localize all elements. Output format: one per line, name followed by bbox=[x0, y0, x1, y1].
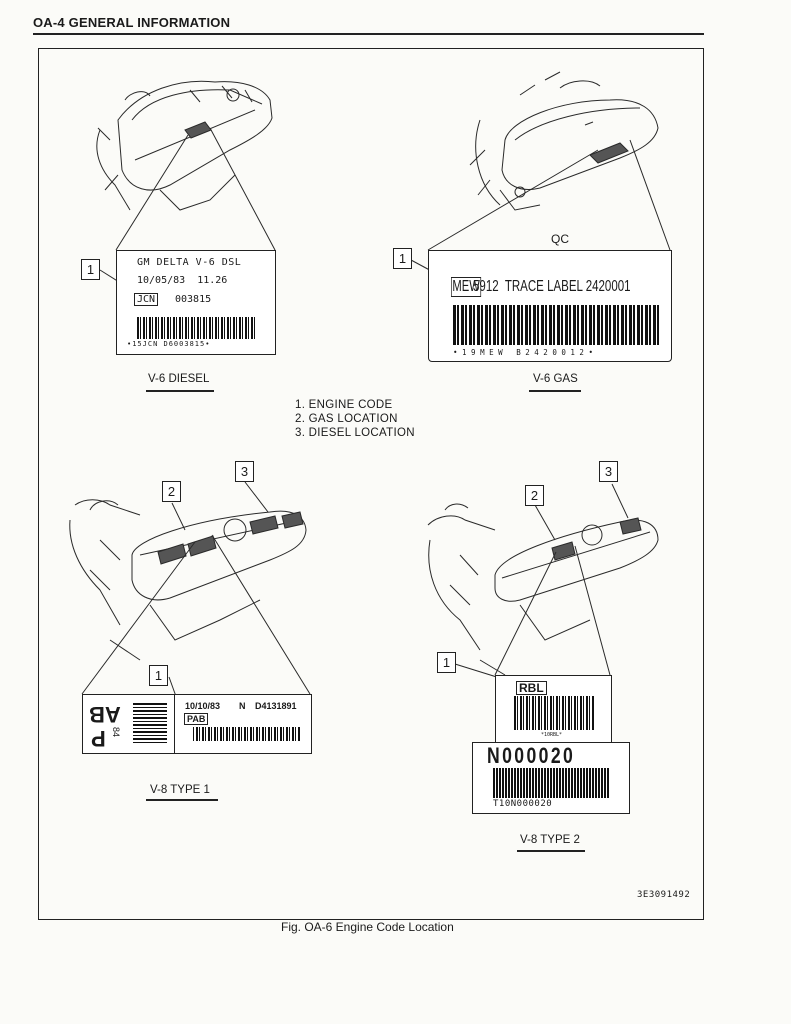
v8t1-side-letters: AB bbox=[89, 702, 121, 727]
v6-gas-caption: V-6 GAS bbox=[533, 373, 578, 385]
v8t1-date: 10/10/83 bbox=[185, 701, 221, 711]
v6-diesel-label: GM DELTA V-6 DSL 10/05/83 11.26 JCN 0038… bbox=[116, 250, 276, 355]
document-code: 3E3091492 bbox=[637, 890, 691, 900]
v8t2-engine-code: RBL bbox=[516, 681, 547, 695]
diesel-barcode-text: •15JCN D6003815• bbox=[127, 340, 211, 348]
diesel-barcode bbox=[137, 317, 255, 339]
v8t2-callout-3: 3 bbox=[599, 461, 618, 482]
v8t2-lower-label: N000020 T10N000020 bbox=[472, 742, 630, 814]
v8-type2-caption: V-8 TYPE 2 bbox=[520, 834, 580, 846]
v8t2-lower-barcode bbox=[493, 768, 609, 798]
header-rule bbox=[33, 33, 704, 35]
v8-type1-caption-rule bbox=[146, 799, 218, 801]
v8t2-small-text: *10RBL* bbox=[541, 732, 563, 738]
gas-label-top-text: QC bbox=[551, 232, 569, 246]
v6-diesel-engine-sketch bbox=[96, 80, 273, 211]
v8t2-upper-barcode bbox=[514, 696, 594, 730]
page-header: OA-4 GENERAL INFORMATION bbox=[33, 15, 231, 30]
gas-barcode-text: • 1 9 M E W B 2 4 2 0 0 1 2 • bbox=[453, 348, 593, 357]
v8t1-side-label: AB P 84 bbox=[82, 694, 176, 754]
v8t2-callout-1: 1 bbox=[437, 652, 456, 673]
v6-diesel-caption: V-6 DIESEL bbox=[148, 373, 210, 385]
v8t1-callout-1: 1 bbox=[149, 665, 168, 686]
gas-barcode bbox=[453, 305, 661, 345]
gas-engine-code: MEW bbox=[451, 277, 482, 297]
v8-type1-caption: V-8 TYPE 1 bbox=[150, 784, 210, 796]
diesel-label-serial: 003815 bbox=[175, 294, 212, 305]
v8-type1-engine-sketch bbox=[69, 499, 307, 661]
v8t1-side-number: 84 bbox=[111, 726, 122, 738]
v6-diesel-caption-rule bbox=[146, 390, 214, 392]
v8t1-side-letter-p: P bbox=[91, 726, 106, 751]
diesel-label-line2: 10/05/83 11.26 bbox=[137, 275, 228, 286]
legend-list: 1. ENGINE CODE 2. GAS LOCATION 3. DIESEL… bbox=[295, 398, 415, 440]
v8t1-barcode bbox=[193, 727, 301, 741]
v8t1-serial: D4131891 bbox=[255, 701, 297, 711]
v6-gas-caption-rule bbox=[529, 390, 581, 392]
gas-callout-1: 1 bbox=[393, 248, 412, 269]
legend-item: 2. GAS LOCATION bbox=[295, 413, 398, 425]
v8t2-barcode-text: T10N000020 bbox=[493, 799, 553, 809]
diesel-label-line1: GM DELTA V-6 DSL bbox=[137, 257, 242, 268]
figure-frame bbox=[38, 48, 704, 920]
v8t1-callout-2: 2 bbox=[162, 481, 181, 502]
v6-gas-engine-sketch bbox=[469, 71, 659, 211]
v8t2-callout-2: 2 bbox=[525, 485, 544, 506]
v8t1-n: N bbox=[239, 701, 246, 711]
v8t1-engine-code: PAB bbox=[184, 713, 209, 725]
diesel-engine-code: JCN bbox=[134, 293, 159, 306]
v8t2-big-number: N000020 bbox=[487, 743, 576, 768]
diesel-callout-1: 1 bbox=[81, 259, 100, 280]
v8-type2-engine-sketch bbox=[427, 503, 659, 676]
v8t1-side-barcode bbox=[133, 703, 167, 745]
legend-item: 1. ENGINE CODE bbox=[295, 399, 393, 411]
v8t1-main-label: 10/10/83 N D4131891 PAB bbox=[174, 694, 312, 754]
gas-label-rest: 5912 TRACE LABEL 2420001 bbox=[473, 278, 631, 295]
figure-caption: Fig. OA-6 Engine Code Location bbox=[281, 920, 454, 934]
legend-item: 3. DIESEL LOCATION bbox=[295, 427, 415, 439]
v8-type2-caption-rule bbox=[517, 850, 585, 852]
v6-gas-label: QC MEW 5912 TRACE LABEL 2420001 • 1 9 M … bbox=[428, 232, 672, 362]
v8t2-upper-label: RBL *10RBL* bbox=[495, 675, 612, 744]
v8t1-callout-3: 3 bbox=[235, 461, 254, 482]
